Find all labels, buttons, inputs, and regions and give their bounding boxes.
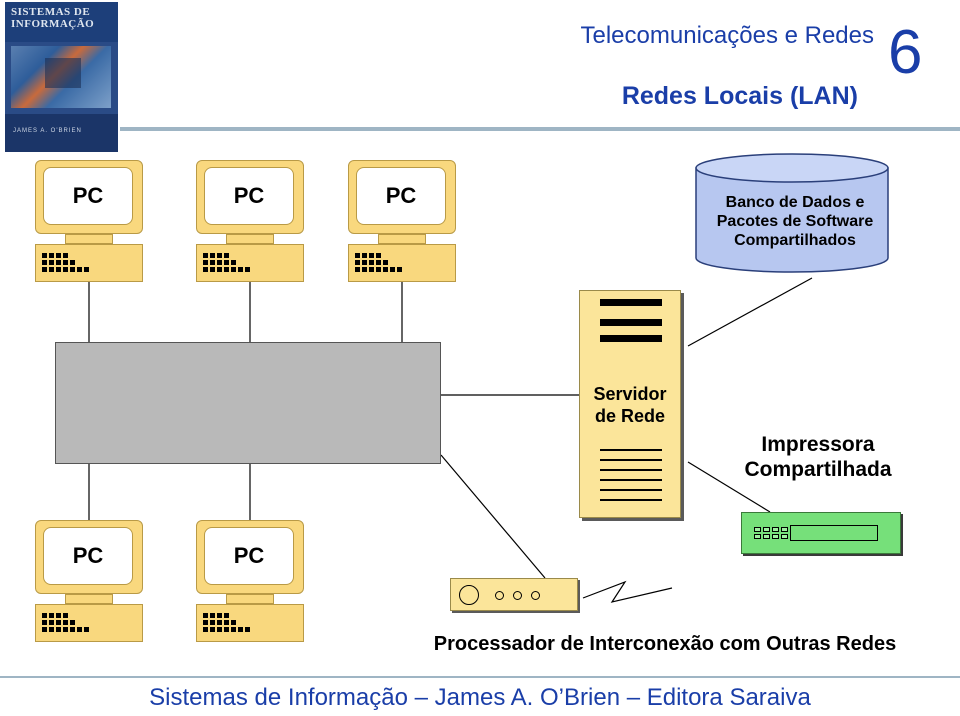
- book-title-line2: INFORMAÇÃO: [11, 18, 95, 30]
- book-author: JAMES A. O'BRIEN: [13, 128, 82, 134]
- pc-label: PC: [43, 527, 133, 585]
- slide-number: 6: [888, 18, 923, 87]
- server-label-line2: de Rede: [594, 406, 666, 426]
- database-cylinder: [695, 153, 889, 273]
- shared-printer: [741, 512, 901, 554]
- router-label: Processador de Interconexão com Outras R…: [433, 633, 897, 655]
- book-title-line1: SISTEMAS DE: [11, 6, 91, 18]
- page-title: Redes Locais (LAN): [621, 82, 858, 110]
- interconnection-processor: [450, 578, 578, 611]
- pc-label: PC: [43, 167, 133, 225]
- pc-bottom-1: PC: [35, 520, 143, 642]
- header-subtitle: Telecomunicações e Redes: [580, 22, 875, 49]
- pc-label: PC: [204, 167, 294, 225]
- footer-text: Sistemas de Informação – James A. O’Brie…: [149, 684, 811, 711]
- pc-bottom-2: PC: [196, 520, 304, 642]
- pc-label: PC: [204, 527, 294, 585]
- footer-divider: [0, 676, 960, 678]
- router-dial-icon: [459, 585, 479, 605]
- pc-top-2: PC: [196, 160, 304, 282]
- header-divider: [120, 127, 960, 131]
- server-label-line1: Servidor: [593, 384, 667, 404]
- database-label: Banco de Dados e Pacotes de Software Com…: [716, 194, 874, 249]
- printer-label-line2: Compartilhada: [744, 458, 892, 481]
- network-hub: [55, 342, 441, 464]
- pc-label: PC: [356, 167, 446, 225]
- printer-label-line1: Impressora: [761, 433, 875, 456]
- pc-top-3: PC: [348, 160, 456, 282]
- pc-top-1: PC: [35, 160, 143, 282]
